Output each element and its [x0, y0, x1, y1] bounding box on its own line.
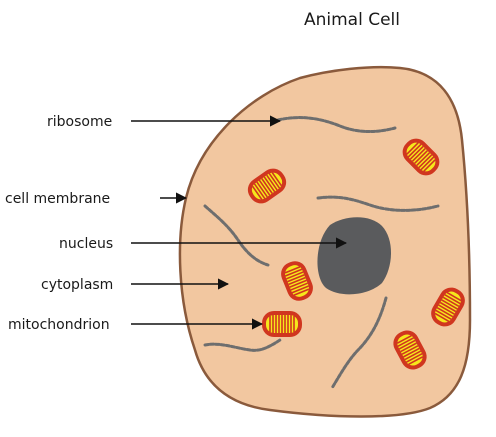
ribosome-strand	[276, 116, 397, 133]
leader-arrows	[131, 115, 348, 330]
label-mitochondrion: mitochondrion	[8, 317, 110, 333]
ribosome-strands	[203, 116, 440, 390]
label-nucleus: nucleus	[59, 236, 113, 252]
label-cell-membrane: cell membrane	[5, 191, 110, 207]
mitochondrion	[261, 310, 303, 338]
ribosome-strand	[203, 338, 282, 352]
nucleus	[317, 217, 392, 295]
ribosome-strand	[203, 204, 270, 267]
diagram-title: Animal Cell	[304, 10, 400, 30]
ribosome-strand	[316, 195, 440, 212]
label-cytoplasm: cytoplasm	[41, 277, 113, 293]
ribosome-strand	[330, 296, 388, 390]
label-ribosome: ribosome	[47, 114, 112, 130]
